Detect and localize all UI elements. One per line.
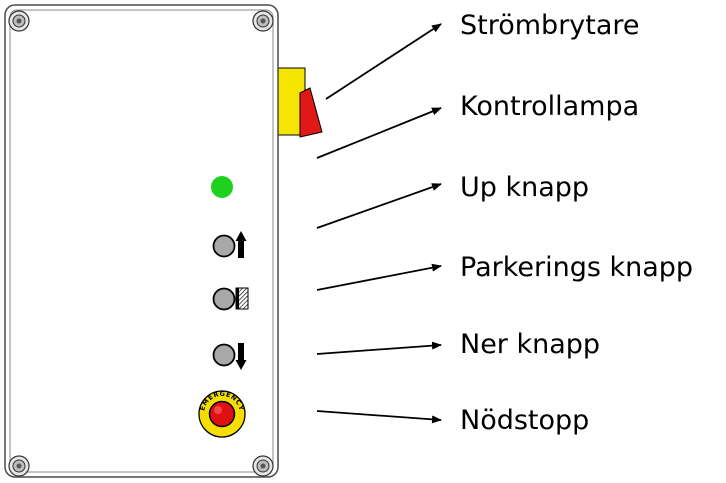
arrow-power-switch <box>325 23 442 100</box>
label-emergency-stop: Nödstopp <box>460 405 590 436</box>
arrow-up-icon <box>235 231 247 258</box>
arrow-indicator-lamp <box>316 107 442 159</box>
indicator-lamp <box>211 176 233 198</box>
label-power-switch: Strömbrytare <box>460 10 640 41</box>
screw-icon <box>252 10 274 32</box>
parking-hatch-icon <box>235 287 249 310</box>
screw-icon <box>8 455 30 477</box>
arrow-parking-button <box>316 263 442 291</box>
arrow-down-icon <box>235 343 247 370</box>
screw-icon <box>252 455 274 477</box>
enclosure <box>4 4 279 478</box>
label-indicator-lamp: Kontrollampa <box>460 91 640 122</box>
up-button <box>212 231 247 258</box>
label-up-button: Up knapp <box>460 172 590 203</box>
label-down-button: Ner knapp <box>460 329 601 360</box>
screw-icon <box>8 10 30 32</box>
arrow-down-button <box>316 341 442 355</box>
label-parking-button: Parkerings knapp <box>460 252 694 283</box>
down-button <box>212 343 247 370</box>
emergency-stop: EMERGENCY <box>198 390 246 438</box>
arrow-emergency-stop <box>316 410 442 424</box>
parking-button <box>212 287 249 311</box>
arrow-up-button <box>316 183 442 229</box>
